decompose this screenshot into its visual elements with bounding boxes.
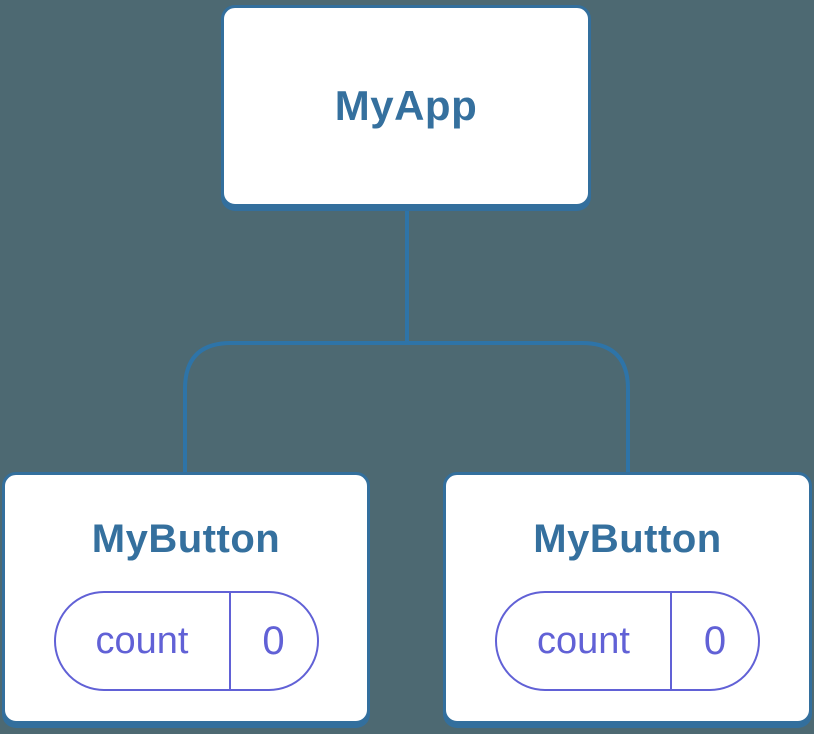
- myapp-label: MyApp: [334, 82, 478, 129]
- state-pill-left: count 0: [53, 591, 319, 691]
- mybutton-right-label: MyButton: [533, 517, 722, 561]
- state-divider: [670, 593, 672, 689]
- branch-bracket-line: [183, 341, 630, 474]
- state-value: 0: [262, 618, 285, 663]
- mybutton-left-label: MyButton: [91, 517, 281, 561]
- myapp-node: MyApp: [221, 5, 591, 207]
- state-key: count: [95, 619, 189, 662]
- mybutton-node-left: MyButton count 0: [2, 472, 370, 724]
- state-value: 0: [703, 618, 727, 663]
- state-divider: [228, 593, 231, 689]
- state-key: count: [537, 619, 630, 662]
- mybutton-node-right: MyButton count 0: [443, 472, 812, 724]
- state-pill-right: count 0: [495, 591, 760, 691]
